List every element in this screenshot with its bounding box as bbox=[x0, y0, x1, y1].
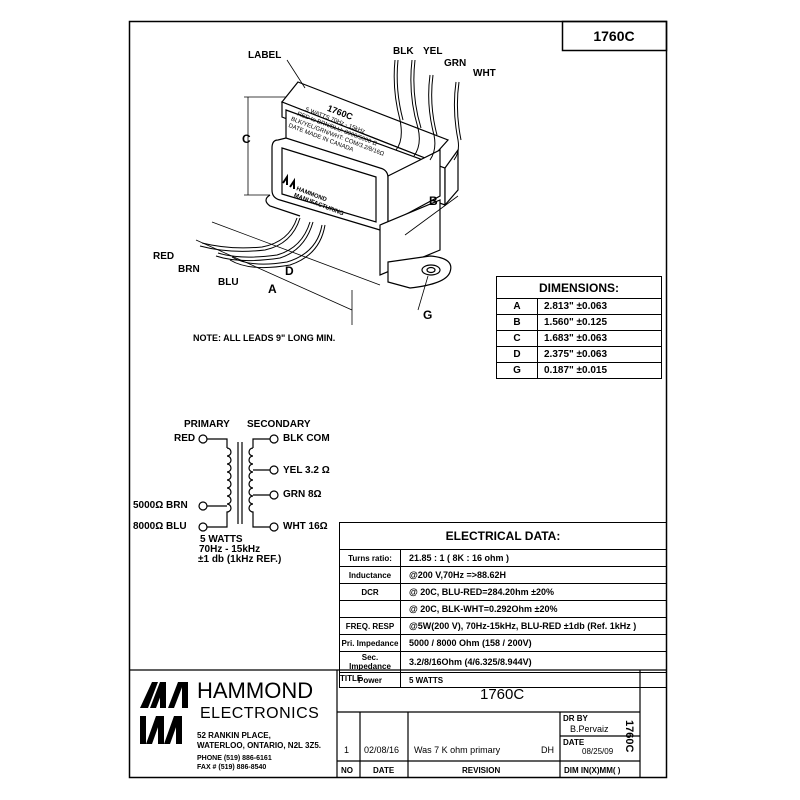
pri-brn-label: 5000Ω BRN bbox=[133, 500, 188, 511]
company-address-1: 52 RANKIN PLACE, bbox=[197, 731, 271, 740]
rev-number: 1 bbox=[344, 745, 350, 755]
company-name-1: HAMMOND bbox=[197, 678, 314, 703]
lead-wht: WHT bbox=[473, 68, 496, 79]
rev-by: DH bbox=[541, 745, 554, 755]
schematic-spec-1: 5 WATTS bbox=[200, 534, 243, 545]
secondary-label: SECONDARY bbox=[247, 419, 311, 430]
company-fax: FAX # (519) 886-8540 bbox=[197, 764, 267, 771]
front-logo bbox=[282, 173, 295, 189]
date-value: 08/25/09 bbox=[582, 747, 614, 756]
date-label: DATE bbox=[563, 738, 585, 747]
company-name-2: ELECTRONICS bbox=[200, 705, 320, 722]
pri-blu-label: 8000Ω BLU bbox=[133, 521, 187, 532]
primary-label: PRIMARY bbox=[184, 419, 230, 430]
dim-d-label: D bbox=[285, 264, 294, 278]
lead-blu: BLU bbox=[218, 277, 239, 288]
company-phone: PHONE (519) 886-6161 bbox=[197, 755, 272, 762]
electrical-row: Turns ratio:21.85 : 1 ( 8K : 16 ohm ) bbox=[339, 549, 667, 567]
label-callout: LABEL bbox=[248, 50, 282, 61]
dr-by-label: DR BY bbox=[563, 714, 588, 723]
lead-brn: BRN bbox=[178, 264, 200, 275]
electrical-data-table: ELECTRICAL DATA: Turns ratio:21.85 : 1 (… bbox=[339, 522, 667, 688]
dim-b-label: B bbox=[429, 194, 438, 208]
hammond-logo bbox=[140, 682, 188, 744]
dr-by-value: B.Pervaiz bbox=[570, 724, 609, 734]
dim-c-label: C bbox=[242, 132, 251, 146]
lead-yel: YEL bbox=[423, 46, 443, 57]
header-date: DATE bbox=[373, 766, 395, 775]
transformer-drawing: 1760C 5 WATTS 70Hz - 15kHz RED to BRN/BL… bbox=[195, 59, 462, 325]
dimensions-title: DIMENSIONS: bbox=[496, 276, 662, 299]
sec-yel-label: YEL 3.2 Ω bbox=[283, 465, 330, 476]
title-value: 1760C bbox=[480, 686, 525, 703]
lead-blk: BLK bbox=[393, 46, 414, 57]
header-revision: REVISION bbox=[462, 766, 501, 775]
sec-grn-label: GRN 8Ω bbox=[283, 489, 322, 500]
company-address-2: WATERLOO, ONTARIO, N2L 3Z5. bbox=[197, 741, 322, 750]
header-no: NO bbox=[341, 766, 353, 775]
title-label: TITLE bbox=[340, 674, 363, 683]
sec-wht-label: WHT 16Ω bbox=[283, 521, 328, 532]
side-part-number: 1760C bbox=[623, 720, 635, 753]
header-dim-units: DIM IN(X)MM( ) bbox=[564, 766, 621, 775]
rev-date: 02/08/16 bbox=[364, 745, 400, 755]
sec-blk-label: BLK COM bbox=[283, 433, 330, 444]
electrical-title: ELECTRICAL DATA: bbox=[339, 522, 667, 550]
lead-red: RED bbox=[153, 251, 175, 262]
dim-g-label: G bbox=[423, 308, 433, 322]
dim-a-label: A bbox=[268, 282, 277, 296]
lead-grn: GRN bbox=[444, 58, 467, 69]
pri-red-label: RED bbox=[174, 433, 196, 444]
rev-description: Was 7 K ohm primary bbox=[414, 745, 501, 755]
schematic-spec-3: ±1 db (1kHz REF.) bbox=[198, 554, 282, 565]
leads-note: NOTE: ALL LEADS 9" LONG MIN. bbox=[193, 333, 336, 343]
part-number-box: 1760C bbox=[593, 28, 635, 44]
schematic-diagram bbox=[198, 434, 279, 532]
schematic-spec-2: 70Hz - 15kHz bbox=[199, 544, 261, 555]
